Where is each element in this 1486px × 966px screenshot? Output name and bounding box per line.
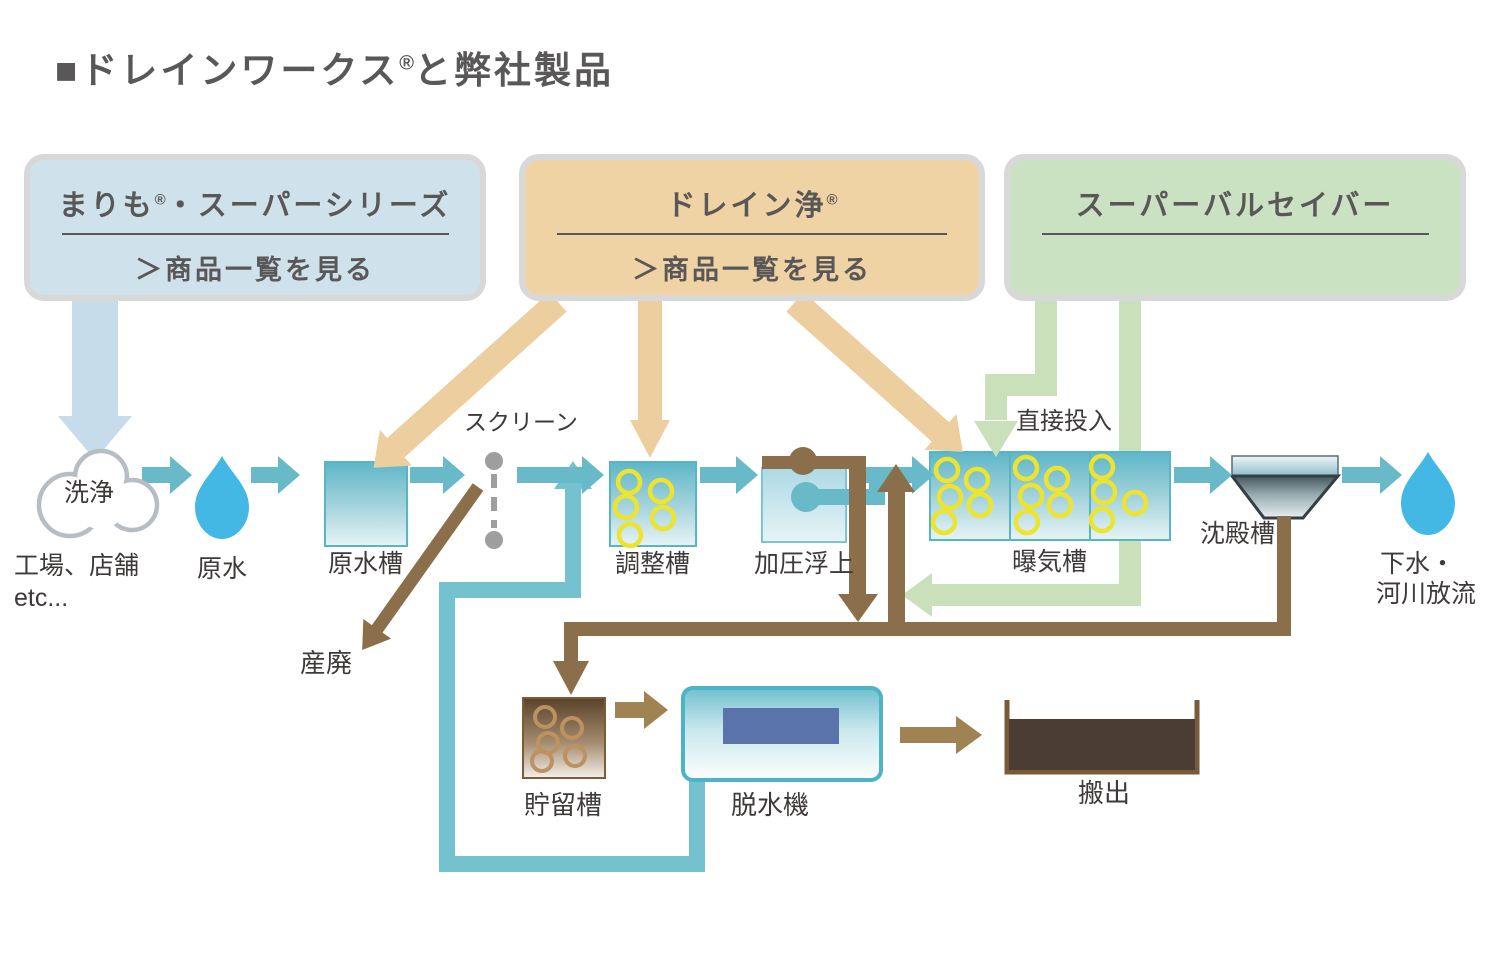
- product-name: まりも®・スーパーシリーズ: [59, 182, 452, 224]
- title-suffix: と弊社製品: [414, 50, 614, 91]
- divider: [61, 233, 449, 235]
- divider: [1041, 233, 1429, 235]
- product-name-suffix: ・スーパーシリーズ: [165, 190, 452, 222]
- green-dosing-line-to-return: [902, 298, 1141, 617]
- marimo-feed-arrow: [58, 298, 132, 460]
- drainjo-feed-arrow-right: [786, 292, 963, 452]
- storage-tank: [522, 697, 606, 779]
- carry-out-label: 搬出: [1078, 778, 1130, 808]
- flow-arrow: [700, 456, 758, 494]
- cloud-label: 洗浄: [64, 479, 114, 507]
- product-name-text: まりも: [58, 190, 155, 222]
- adjustment-tank: [609, 461, 697, 549]
- carry-out-container: [1004, 700, 1200, 775]
- divider: [556, 233, 948, 235]
- product-list-link[interactable]: ＞商品一覧を見る: [135, 255, 375, 285]
- source-caption-1: 工場、店舗: [14, 552, 139, 580]
- page-title: ■ドレインワークス®と弊社製品: [55, 40, 614, 94]
- raw-water-tank-label: 原水槽: [328, 550, 403, 578]
- discharge-label-2: 河川放流: [1376, 580, 1476, 608]
- storage-to-dewatering-arrow: [615, 691, 668, 729]
- bottom-process-arrows: [615, 691, 982, 754]
- flow-arrow: [142, 456, 192, 494]
- sludge-collection-line: [564, 516, 1291, 661]
- direct-input-label: 直接投入: [1016, 408, 1112, 435]
- registered-mark: ®: [826, 191, 838, 209]
- title-main: ■ドレインワークス: [55, 50, 400, 91]
- drainjo-feed-arrow-left: [373, 292, 567, 468]
- sludge-bubbles: [530, 705, 587, 773]
- sedimentation-tank-label: 沈殿槽: [1200, 520, 1275, 548]
- product-box-super-valsaver[interactable]: スーパーバルセイバー: [1004, 154, 1466, 301]
- source-caption-2: etc...: [14, 584, 68, 612]
- product-name-text: ドレイン浄: [666, 190, 827, 222]
- flow-arrow: [1174, 456, 1232, 494]
- drainjo-feed-arrow-center: [630, 300, 670, 458]
- product-name-text: スーパーバルセイバー: [1075, 190, 1395, 222]
- industrial-waste-label: 産廃: [300, 648, 352, 678]
- product-box-marimo-super-series[interactable]: まりも®・スーパーシリーズ ＞商品一覧を見る: [24, 154, 486, 301]
- discharge-label-1: 下水・: [1380, 550, 1455, 578]
- aeration-tank-label: 曝気槽: [1012, 548, 1087, 576]
- aeration-tank: [929, 451, 1171, 541]
- raw-water-drop: [195, 456, 249, 539]
- screen-bar: [485, 452, 503, 549]
- product-list-link[interactable]: ＞商品一覧を見る: [632, 255, 872, 285]
- main-flow-arrows: [142, 456, 1402, 494]
- air-bubbles: [930, 453, 1149, 536]
- flow-arrow: [517, 456, 604, 494]
- flotation-label: 加圧浮上: [754, 550, 854, 578]
- return-sludge-up-line: [888, 488, 905, 632]
- dewatering-to-carryout-arrow: [900, 716, 982, 754]
- product-name: スーパーバルセイバー: [1076, 182, 1395, 224]
- factory-cloud: [36, 448, 160, 539]
- flotation-valve: [789, 447, 817, 475]
- sedimentation-tank: [1228, 455, 1342, 520]
- sludge-lines: [362, 447, 1291, 695]
- valsaver-direct-input-arrow: [974, 298, 1057, 457]
- raw-water-label: 原水: [197, 555, 247, 583]
- storage-tank-label: 貯留槽: [524, 790, 602, 820]
- flow-arrow: [410, 456, 465, 494]
- product-box-drainjo[interactable]: ドレイン浄® ＞商品一覧を見る: [519, 154, 985, 301]
- dewatering-machine-label: 脱水機: [731, 790, 809, 820]
- flow-arrow: [251, 456, 300, 494]
- adjustment-tank-label: 調整槽: [615, 550, 690, 578]
- air-bubbles: [612, 468, 677, 549]
- waste-arrow: [362, 483, 484, 651]
- dewatering-machine: [681, 686, 883, 782]
- product-name: ドレイン浄®: [666, 182, 837, 224]
- raw-water-tank: [324, 461, 408, 547]
- screen-label: スクリーン: [464, 409, 578, 435]
- discharge-water-drop: [1401, 452, 1455, 535]
- flow-arrow: [1342, 456, 1402, 494]
- registered-mark: ®: [154, 191, 166, 209]
- dewatering-drum: [723, 708, 839, 744]
- flotation-sludge-drop-line: [849, 456, 866, 595]
- registered-mark: ®: [399, 52, 414, 75]
- chemical-feed-arrows: [58, 292, 1057, 468]
